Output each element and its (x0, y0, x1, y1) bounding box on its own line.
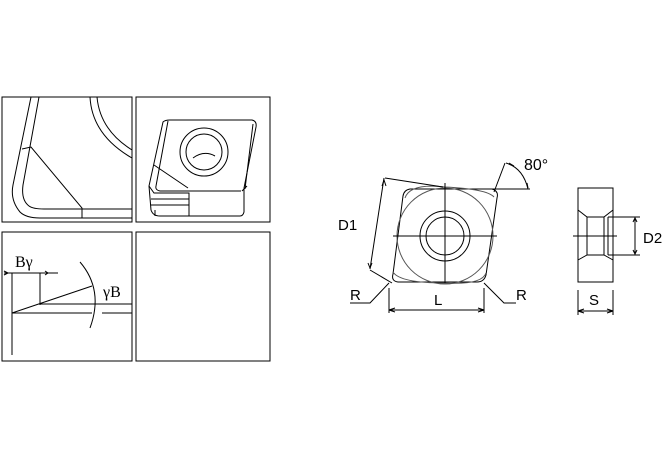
b-gamma-label: Bγ (15, 254, 33, 271)
panel-rake-angle: Bγ γB (1, 231, 133, 362)
panel-empty (135, 231, 271, 362)
top-view: D1 80° R R L (338, 157, 548, 313)
d2-label: D2 (643, 230, 662, 247)
l-label: L (434, 292, 442, 309)
d1-label: D1 (338, 217, 357, 234)
r-left-label: R (350, 287, 361, 304)
s-label: S (589, 292, 599, 309)
panel-corner-detail (1, 96, 133, 223)
r-right-label: R (516, 287, 527, 304)
gamma-b-label: γB (102, 284, 121, 301)
panel-isometric-insert (135, 96, 271, 223)
side-view: D2 S (573, 187, 662, 315)
angle-label: 80° (524, 157, 548, 174)
